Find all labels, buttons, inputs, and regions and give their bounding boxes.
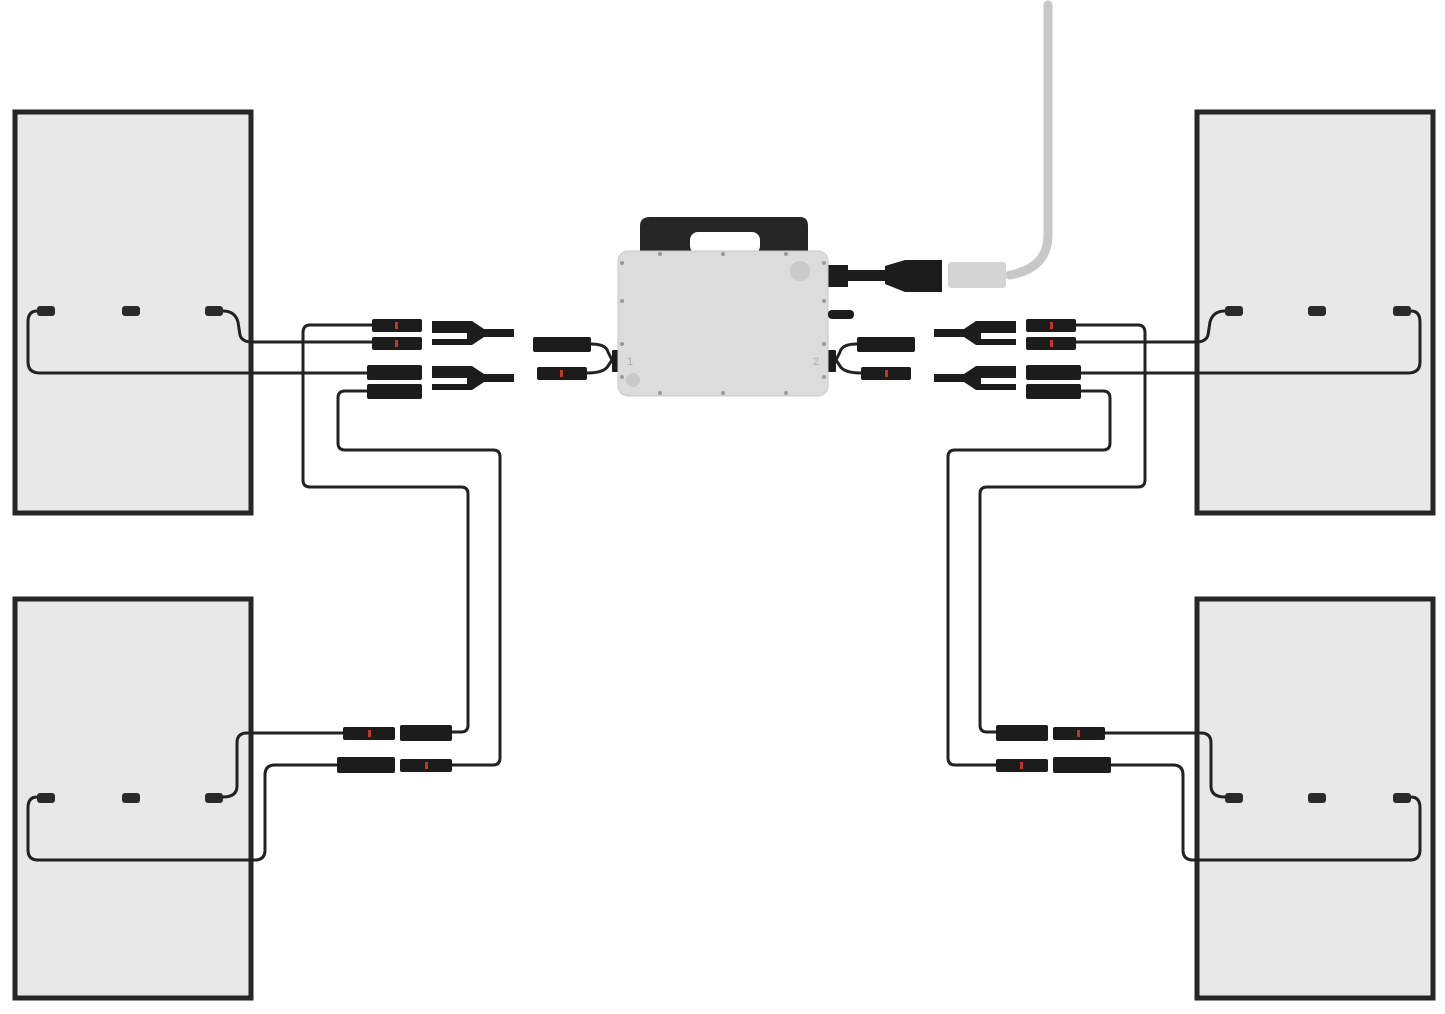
ac-plug [948,262,1006,288]
port-label-2: 2 [813,356,819,368]
antenna [828,310,854,319]
microinverter: 1 2 [617,217,854,397]
ac-cable [828,0,1053,292]
port-label-1: 1 [627,356,633,368]
right-array [828,112,1433,998]
ac-connector [885,260,942,292]
left-array [15,112,620,998]
